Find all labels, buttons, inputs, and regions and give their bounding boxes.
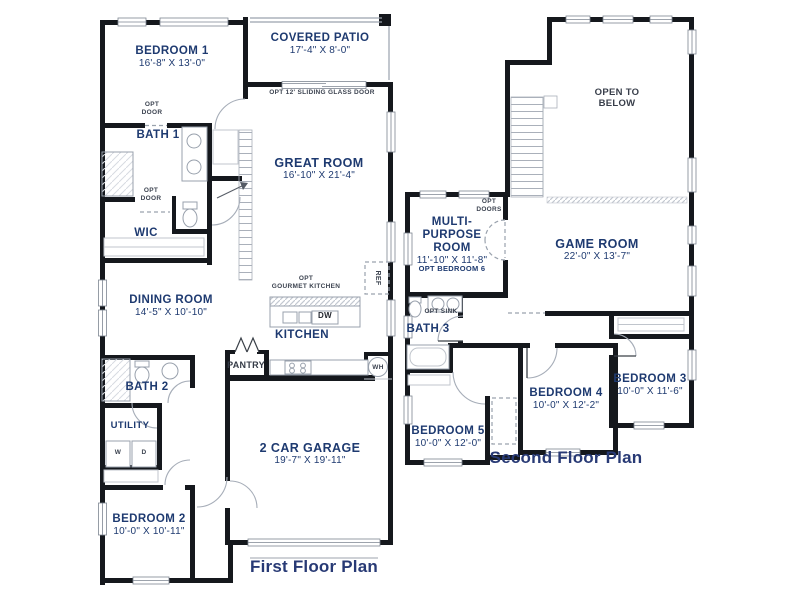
annotation-refrigerator: REF [373,270,381,286]
patio-rails [250,17,390,80]
open-to-below-edge [546,196,688,204]
annotation-washer: W [114,449,122,456]
annotation-dishwasher: DW [318,311,332,320]
second-floor-stairs [510,95,558,198]
windows [98,15,697,585]
annotation-sliding-glass-door: OPT 12' SLIDING GLASS DOOR [269,89,375,96]
annotation-opt-gourmet-top: OPT [298,275,314,282]
annotation-opt-doors: OPT DOORS [476,198,502,213]
dryer-box [131,440,157,468]
dishwasher-box [311,310,339,325]
bath2-toilet [134,366,150,384]
dashed-openings [140,124,545,445]
annotation-pantry: PANTRY [227,360,265,370]
second-floor-walls [405,17,694,465]
first-floor-plan-title: First Floor Plan [250,557,378,576]
first-floor-stairs [212,129,253,281]
bath1-shower [101,151,134,197]
annotation-opt-door-wic: OPT DOOR [140,187,162,202]
pantry-doors [234,336,260,353]
annotation-opt-sink: OPT SINK [424,308,458,315]
bath1-toilet [182,208,198,228]
annotation-opt-door-bedroom1: OPT DOOR [141,101,163,116]
door-arcs [131,98,637,509]
bath2-toilet-tank [134,360,150,368]
bath1-toilet-tank [182,201,198,210]
water-heater-circle [368,357,388,377]
annotation-opt-gourmet-bottom: GOURMET KITCHEN [271,283,341,290]
annotation-opt-bedroom-6: OPT BEDROOM 6 [418,264,486,273]
second-floor-plan-title: Second Floor Plan [489,448,643,467]
washer-box [105,440,131,468]
bath2-sink [161,362,179,380]
bath3-toilet [408,300,422,318]
bath2-shower [101,358,131,402]
door-leaves [438,340,636,378]
annotation-water-heater: WH [372,364,384,371]
stove [284,360,312,375]
fixtures [101,126,685,483]
annotation-open-to-below: OPEN TO BELOW [594,87,640,109]
annotation-dryer: D [141,449,147,456]
